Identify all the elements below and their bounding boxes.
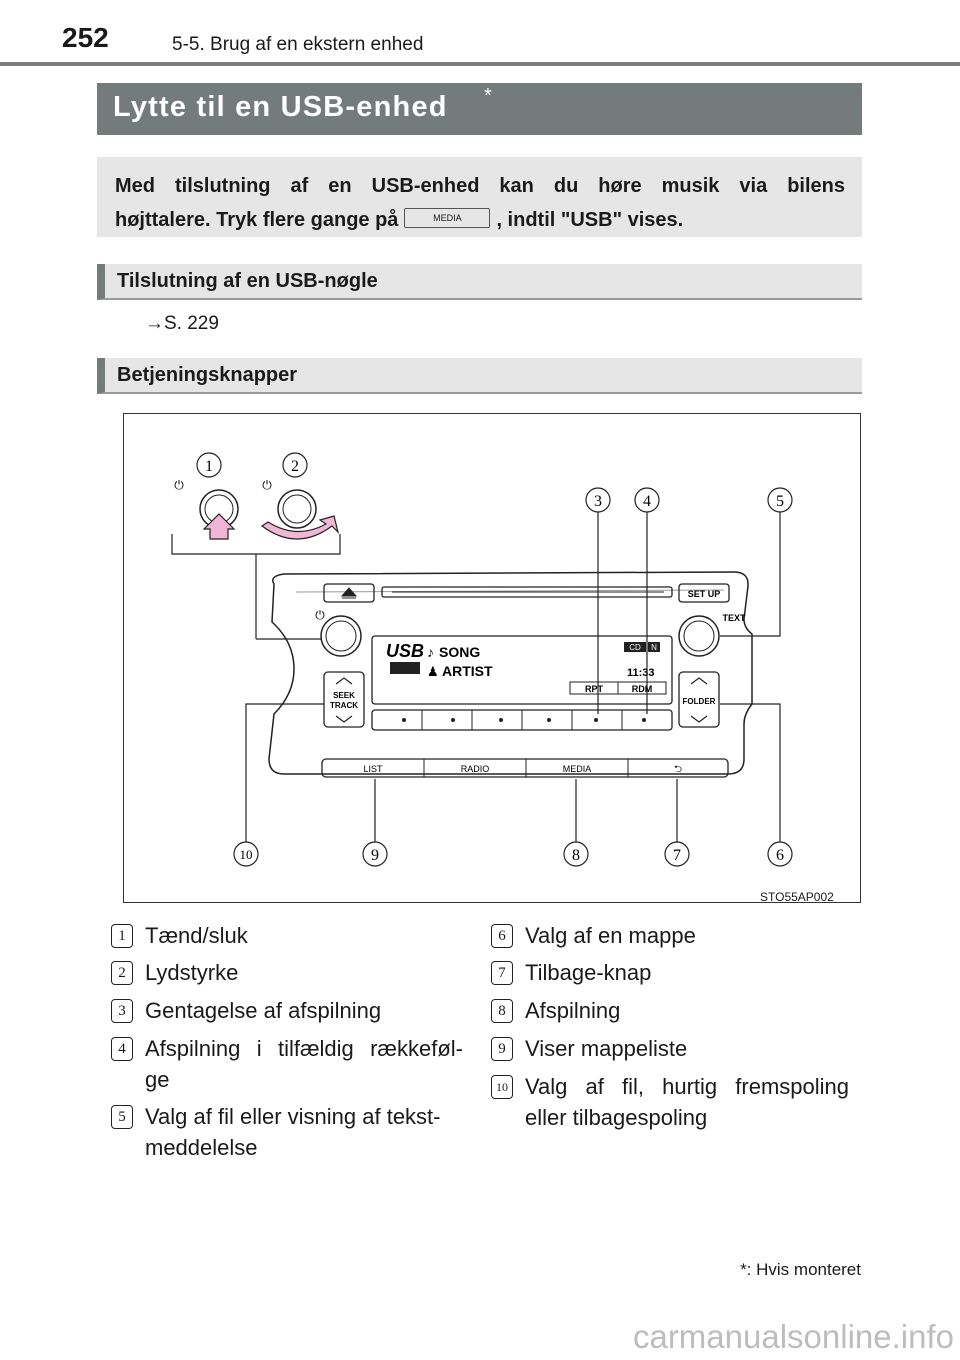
subhead-controls: Betjeningsknapper (97, 358, 862, 394)
callout-9: 9 (371, 847, 379, 864)
radio-faceplate (268, 571, 753, 775)
callout-5: 5 (776, 493, 784, 510)
display-rpt: RPT (585, 684, 604, 694)
inset-volume-icon: ⏻ (262, 478, 272, 492)
usb-device-icon (390, 662, 420, 674)
callout-3: 3 (594, 493, 602, 510)
intro-line-2-end: , indtil "USB" vises. (496, 209, 684, 231)
page-reference-link[interactable]: →S. 229 (145, 313, 219, 334)
display-artist: ARTIST (442, 663, 493, 679)
callout-8: 8 (572, 847, 580, 864)
footnote: *: Hvis monteret (740, 1260, 861, 1279)
legend-text-3: Gentagelse af afspilning (145, 998, 382, 1023)
legend-num-7: 7 (491, 961, 513, 985)
display-rdm: RDM (632, 684, 653, 694)
page-number: 252 (62, 22, 109, 53)
seek-track-button (323, 671, 365, 728)
legend-text-4b: ge (145, 1067, 170, 1092)
track-label: TRACK (330, 701, 358, 710)
radio-label: RADIO (461, 764, 490, 774)
callout-1: 1 (205, 458, 213, 475)
rotate-arrow-icon (260, 515, 340, 540)
intro-line-2-start: højttalere. Tryk flere gange på (115, 209, 399, 231)
subhead-controls-label: Betjeningsknapper (117, 364, 298, 386)
callout-2: 2 (291, 458, 299, 475)
display-screen (371, 635, 673, 705)
intro-box: Med tilslutning af en USB-enhed kan du h… (97, 157, 862, 237)
cd-slot (381, 586, 673, 598)
note-icon: ♪ (427, 644, 434, 660)
legend-num-3: 3 (111, 999, 133, 1023)
setup-label: SET UP (688, 589, 721, 599)
person-icon: ♟ (427, 664, 439, 679)
header-rule (0, 62, 960, 66)
power-volume-knob (320, 615, 362, 657)
legend-text-9: Viser mappeliste (525, 1036, 688, 1061)
setup-button (678, 583, 730, 603)
display-source: USB (386, 641, 424, 661)
legend-num-9: 9 (491, 1037, 513, 1061)
title-footnote-mark: * (484, 85, 492, 107)
eject-button (323, 583, 375, 603)
display-song: SONG (439, 644, 480, 660)
legend-text-5b: meddelelse (145, 1135, 258, 1160)
legend-text-10b: eller tilbagespoling (525, 1105, 708, 1130)
list-label: LIST (363, 764, 383, 774)
legend-text-8: Afspilning (525, 998, 621, 1023)
tune-select-knob (678, 615, 720, 657)
title-bar: Lytte til en USB-enhed * (97, 83, 862, 135)
power-icon: ⏻ (315, 608, 325, 622)
figure-id: STO55AP002 (760, 890, 834, 904)
eject-icon (340, 587, 358, 599)
text-label: TEXT (722, 613, 746, 623)
legend-text-6: Valg af en mappe (525, 923, 696, 948)
callout-10: 10 (240, 847, 253, 862)
legend-num-5: 5 (111, 1105, 133, 1129)
callout-7: 7 (673, 847, 681, 864)
legend-num-10: 10 (491, 1075, 513, 1099)
callout-6: 6 (776, 847, 784, 864)
press-arrow-icon (202, 513, 236, 540)
legend-text-1: Tænd/sluk (145, 923, 248, 948)
back-label: ⮌ (674, 764, 682, 775)
folder-button (678, 671, 720, 728)
intro-line-1: Med tilslutning af en USB-enhed kan du h… (115, 175, 845, 197)
display-n: N (651, 643, 657, 652)
media-label: MEDIA (563, 764, 592, 774)
legend-num-6: 6 (491, 924, 513, 948)
subhead-connect: Tilslutning af en USB-nøgle (97, 264, 862, 300)
legend-text-2: Lydstyrke (145, 960, 239, 985)
subhead-connect-label: Tilslutning af en USB-nøgle (117, 270, 378, 292)
legend-num-8: 8 (491, 999, 513, 1023)
legend-num-4: 4 (111, 1037, 133, 1061)
legend-text-4: Afspilning i tilfældig rækkeføl- (145, 1036, 463, 1061)
legend-text-7: Tilbage-knap (525, 960, 652, 985)
display-time: 11:33 (627, 667, 655, 679)
callout-4: 4 (643, 493, 651, 510)
inset-power-icon: ⏻ (174, 478, 184, 492)
watermark: carmanualsonline.info (632, 1318, 954, 1355)
section-title: 5-5. Brug af en ekstern enhed (172, 34, 424, 55)
media-button-icon: MEDIA (404, 207, 491, 228)
display-cd: CD (629, 643, 641, 652)
seek-label: SEEK (333, 691, 355, 700)
folder-label: FOLDER (683, 697, 716, 706)
legend-text-10: Valg af fil, hurtig fremspoling (525, 1074, 849, 1099)
inset-volume-knob (277, 489, 317, 529)
legend-num-2: 2 (111, 961, 133, 985)
legend-text-5: Valg af fil eller visning af tekst- (145, 1104, 441, 1129)
radio-diagram: SET UP ⏻ TEXT USB SONG ♪ ♟ ARTIST CD N 1… (123, 413, 861, 903)
bottom-buttons (321, 758, 729, 778)
page-title: Lytte til en USB-enhed (113, 91, 448, 123)
preset-buttons (371, 709, 673, 731)
legend-num-1: 1 (111, 924, 133, 948)
